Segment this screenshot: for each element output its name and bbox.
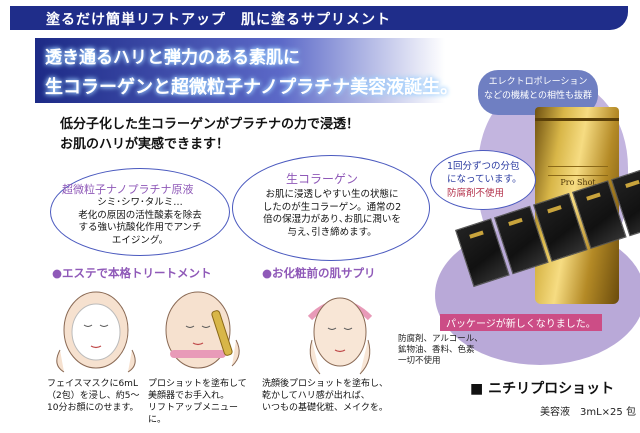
- caption-makeup-line-1: 洗顔後プロショットを塗布し、: [262, 379, 389, 389]
- collagen-title: 生コラーゲン: [286, 172, 359, 186]
- beauty-device-illustration: [165, 291, 240, 369]
- packet-note-line-1: 1回分ずつの分包: [447, 161, 520, 172]
- packet-note-bubble: [430, 150, 536, 210]
- caption-device-line-1: プロショットを塗布して: [148, 379, 247, 389]
- caption-device-line-3: リフトアップメニューに。: [148, 403, 239, 425]
- platinum-body: シミ･シワ･タルミ… 老化の原因の活性酸素を除去 する強い抗酸化作用でアンチ エ…: [58, 197, 222, 247]
- platinum-line-2: 老化の原因の活性酸素を除去: [78, 209, 202, 221]
- ingredients-line-2: 鉱物油、香料、色素: [398, 345, 475, 355]
- hands-on-cheeks-illustration: [307, 297, 373, 375]
- packet-note-line-3: 防腐剤不使用: [447, 188, 505, 199]
- header-bar: [10, 6, 628, 30]
- lead-line-1: 低分子化した生コラーゲンがプラチナの力で浸透！: [60, 117, 360, 132]
- hero-line-1: 透き通るハリと弾力のある素肌に: [45, 48, 300, 68]
- product-name: ■ ニチリプロショット: [470, 381, 615, 397]
- collagen-body: お肌に浸透しやすい生の状態に したのが生コラーゲン。通常の2 倍の保湿力があり､…: [246, 189, 418, 239]
- section-esthetic-title: ●エステで本格トリートメント: [52, 266, 212, 280]
- electroporation-note-line-2: などの機械との相性も抜群: [484, 91, 592, 101]
- collagen-line-4: 与え､引き締めます。: [287, 226, 377, 238]
- caption-makeup-line-2: 乾かしてハリ感が出れば、: [262, 391, 370, 401]
- ingredients-line-1: 防腐剤、アルコール、: [398, 334, 483, 344]
- caption-device: プロショットを塗布して 美顔器でお手入れ。 リフトアップメニューに。: [148, 378, 252, 426]
- platinum-line-1: シミ･シワ･タルミ…: [97, 197, 183, 208]
- caption-mask-line-3: 10分お顔にのせます。: [47, 403, 139, 413]
- hero-line-2: 生コラーゲンと超微粒子ナノプラチナ美容液誕生。: [45, 77, 459, 98]
- electroporation-note-line-1: エレクトロポレーション: [488, 77, 588, 87]
- collagen-line-3: 倍の保湿力があり､お肌に潤いを: [263, 214, 401, 225]
- hero-band: [35, 38, 445, 103]
- caption-makeup: 洗顔後プロショットを塗布し、 乾かしてハリ感が出れば、 いつもの基礎化粧、メイク…: [262, 378, 392, 414]
- platinum-line-3: する強い抗酸化作用でアンチ: [78, 222, 202, 233]
- lead-line-2: お肌のハリが実感できます！: [60, 137, 230, 152]
- platinum-title: 超微粒子ナノプラチナ原液: [62, 183, 194, 196]
- header-title: 塗るだけ簡単リフトアップ 肌に塗るサプリメント: [46, 12, 391, 28]
- caption-device-line-2: 美顔器でお手入れ。: [148, 391, 230, 401]
- pouch-label: Pro Shot: [560, 178, 596, 187]
- packet-note-line-2: になっています。: [447, 174, 522, 185]
- section-makeup-title: ●お化粧前の肌サプリ: [262, 266, 376, 280]
- face-mask-illustration: [56, 291, 136, 373]
- package-renewal-banner: パッケージが新しくなりました。: [440, 314, 602, 331]
- collagen-line-2: したのが生コラーゲン。通常の2: [262, 201, 402, 213]
- caption-mask: フェイスマスクに6mL （2包）を浸し、約5～ 10分お顔にのせます。: [47, 378, 143, 414]
- platinum-oval: [50, 168, 230, 256]
- collagen-oval: [232, 155, 430, 261]
- pouch-label-frame: [548, 166, 608, 176]
- pouch-zipper: [535, 118, 619, 121]
- ingredients-line-3: 一切不使用: [398, 356, 441, 366]
- caption-mask-line-1: フェイスマスクに6mL: [47, 379, 138, 389]
- collagen-line-1: お肌に浸透しやすい生の状態に: [265, 189, 399, 200]
- caption-mask-line-2: （2包）を浸し、約5～: [47, 391, 140, 401]
- caption-makeup-line-3: いつもの基礎化粧、メイクを。: [262, 403, 388, 413]
- ingredients-free-list: 防腐剤、アルコール、 鉱物油、香料、色素 一切不使用: [398, 334, 483, 367]
- platinum-line-4: エイジング。: [111, 234, 169, 246]
- product-spec: 美容液 3mL×25 包: [540, 407, 636, 418]
